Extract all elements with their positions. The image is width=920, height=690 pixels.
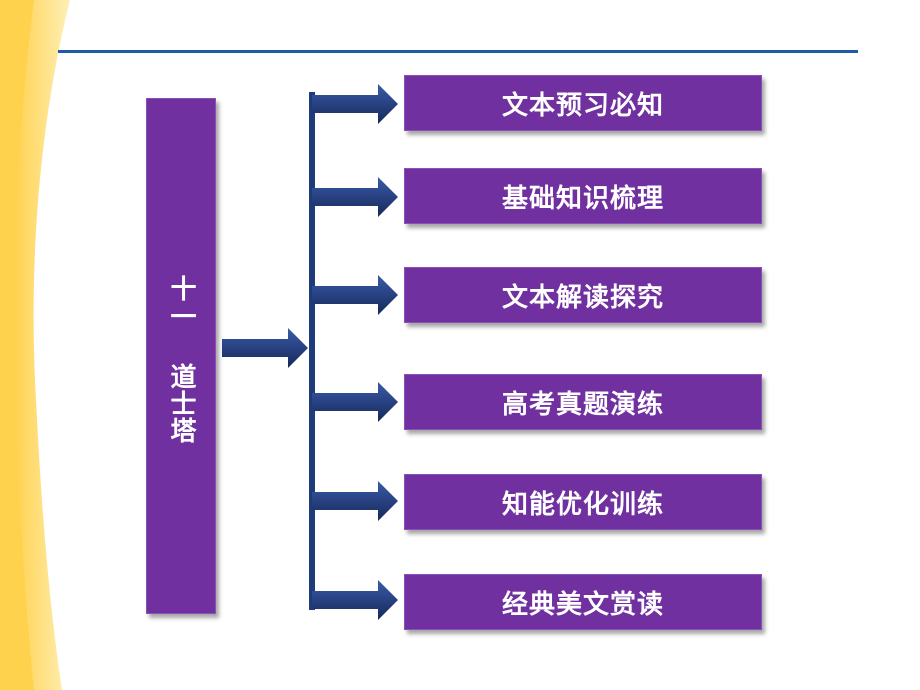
branch-arrow bbox=[312, 382, 398, 422]
menu-button-label: 高考真题演练 bbox=[501, 389, 664, 420]
menu-button-basics[interactable]: 基础知识梳理 bbox=[404, 168, 762, 224]
menu-button-label: 文本解读探究 bbox=[501, 282, 664, 313]
menu-button-exam[interactable]: 高考真题演练 bbox=[404, 374, 762, 430]
menu-button-preview[interactable]: 文本预习必知 bbox=[404, 75, 762, 131]
menu-button-reading[interactable]: 文本解读探究 bbox=[404, 267, 762, 323]
header-rule bbox=[58, 50, 858, 53]
main-arrow bbox=[222, 328, 308, 368]
menu-button-label: 基础知识梳理 bbox=[501, 183, 664, 214]
branch-arrow bbox=[312, 275, 398, 315]
menu-button-label: 经典美文赏读 bbox=[501, 589, 664, 620]
lesson-title-box: 十一 道士塔 bbox=[146, 98, 216, 614]
menu-button-training[interactable]: 知能优化训练 bbox=[404, 474, 762, 530]
branch-arrow bbox=[312, 481, 398, 521]
branch-arrow bbox=[312, 580, 398, 620]
branch-arrow bbox=[312, 177, 398, 217]
menu-button-classics[interactable]: 经典美文赏读 bbox=[404, 574, 762, 630]
lesson-name: 道士塔 bbox=[166, 363, 196, 444]
bracket-bar bbox=[309, 92, 315, 610]
lesson-number: 十一 bbox=[166, 275, 196, 331]
branch-arrow bbox=[312, 84, 398, 124]
menu-button-label: 知能优化训练 bbox=[501, 489, 664, 520]
left-decor-swoosh bbox=[0, 0, 70, 690]
menu-button-label: 文本预习必知 bbox=[501, 90, 664, 121]
